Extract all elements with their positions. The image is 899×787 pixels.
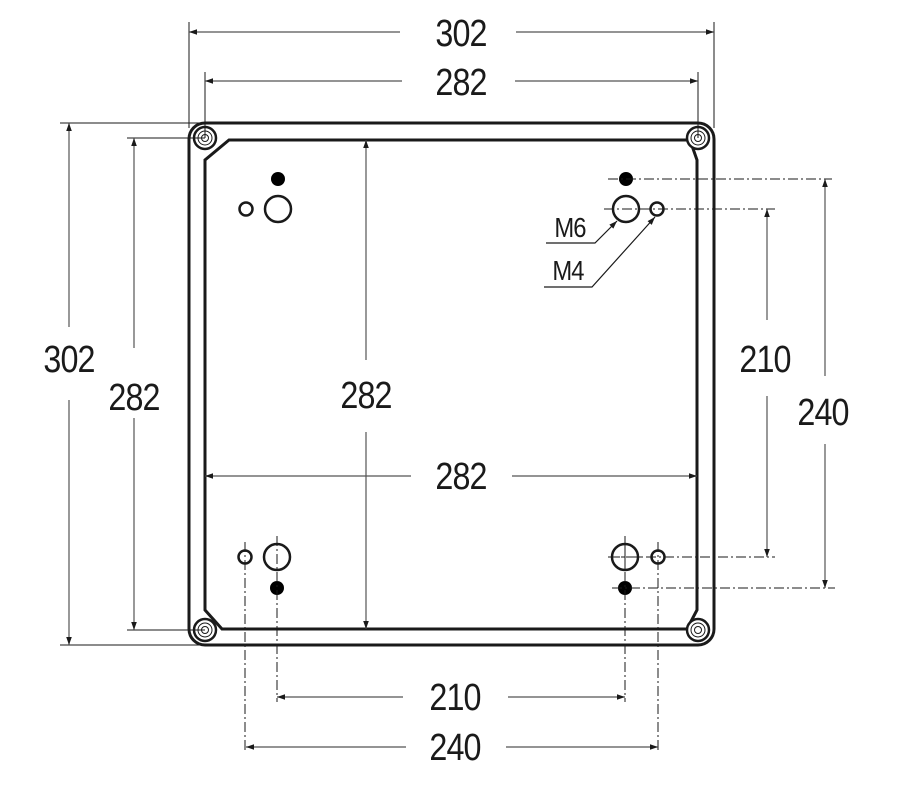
dim-hole-spacing-vertical-210: 210 — [739, 339, 792, 381]
dimension-lines — [66, 29, 828, 750]
callout-leaders — [544, 216, 656, 288]
mounting-holes — [237, 172, 666, 595]
dim-hole-spacing-horizontal-210: 210 — [429, 677, 482, 719]
dim-hole-spacing-horizontal-240: 240 — [429, 727, 482, 769]
dim-hole-spacing-vertical-240: 240 — [797, 392, 850, 434]
dim-overall-width: 302 — [435, 13, 488, 55]
m6-leader — [546, 220, 618, 244]
outer-wall — [187, 121, 716, 647]
corner-screw-icon-br — [685, 617, 711, 643]
dim-overall-height: 302 — [43, 339, 96, 381]
m6-hole-icon — [263, 194, 293, 224]
dim-inner-height-center: 282 — [340, 375, 393, 417]
dim-inner-width-top: 282 — [435, 62, 488, 104]
m4-hole-icon — [238, 201, 254, 217]
callout-m6-label: M6 — [554, 212, 586, 243]
m4-leader — [544, 216, 656, 288]
dim-inner-width-center: 282 — [435, 456, 488, 498]
solid-hole-icon — [271, 172, 285, 186]
callout-m4-label: M4 — [552, 255, 584, 286]
solid-hole-icon — [270, 581, 284, 595]
centerlines — [244, 178, 835, 752]
dim-inner-height-left: 282 — [108, 377, 161, 419]
